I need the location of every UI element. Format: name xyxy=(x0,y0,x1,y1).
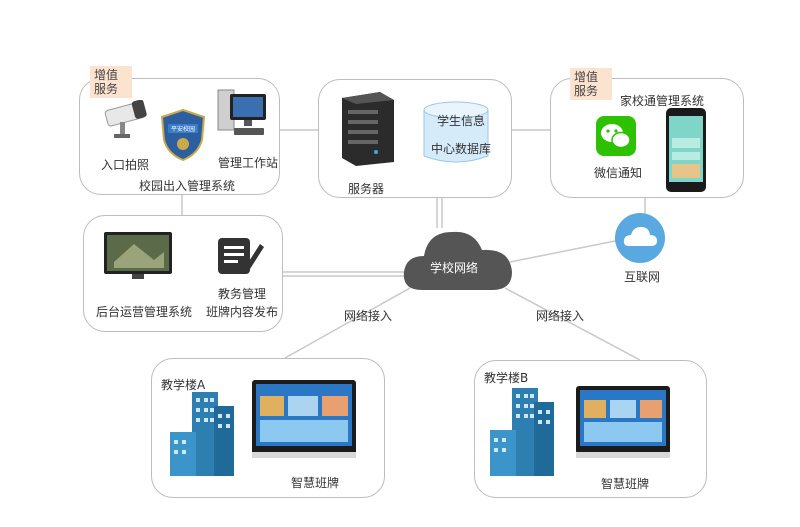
publish-label: 班牌内容发布 xyxy=(206,305,279,319)
edit-document-icon xyxy=(218,238,264,274)
database-bottom-label: 中心数据库 xyxy=(431,142,492,156)
smart-board-a-icon xyxy=(252,380,356,458)
homeschool-box xyxy=(550,78,744,198)
camera-label: 入口拍照 xyxy=(101,158,150,172)
backend-title: 后台运营管理系统 xyxy=(96,305,193,319)
server-icon xyxy=(342,92,394,166)
value-added-tag: 增值 服务 xyxy=(90,66,132,98)
server-label: 服务器 xyxy=(348,182,385,196)
smart-board-a-label: 智慧班牌 xyxy=(291,476,340,490)
building-b-icon xyxy=(490,388,554,476)
database-icon xyxy=(423,101,489,163)
camera-icon xyxy=(104,100,147,138)
shield-icon: 平安校园 xyxy=(160,108,206,162)
network-access-right-label: 网络接入 xyxy=(536,309,585,323)
edu-label: 教务管理 xyxy=(218,287,267,301)
wechat-label: 微信通知 xyxy=(594,166,643,180)
monitor-icon xyxy=(104,232,172,279)
campus-entry-title: 校园出入管理系统 xyxy=(139,179,236,193)
network-access-left-label: 网络接入 xyxy=(344,309,393,323)
database-top-label: 学生信息 xyxy=(437,114,486,128)
internet-cloud-icon xyxy=(615,213,665,263)
wechat-icon xyxy=(596,116,636,156)
smart-board-b-label: 智慧班牌 xyxy=(601,477,650,491)
building-a-title: 教学楼A xyxy=(161,378,206,392)
shield-text: 平安校园 xyxy=(171,125,195,133)
building-a-icon xyxy=(170,392,234,476)
value-added-tag-2: 增值 服务 xyxy=(570,68,612,100)
smartphone-icon xyxy=(666,108,706,192)
school-network-label: 学校网络 xyxy=(430,261,479,275)
school-network-cloud-icon xyxy=(403,231,512,290)
building-b-title: 教学楼B xyxy=(484,371,529,385)
workstation-label: 管理工作站 xyxy=(218,156,279,170)
internet-label: 互联网 xyxy=(624,270,661,284)
workstation-icon xyxy=(217,89,266,135)
smart-board-b-icon xyxy=(576,386,670,458)
homeschool-title: 家校通管理系统 xyxy=(620,94,705,108)
